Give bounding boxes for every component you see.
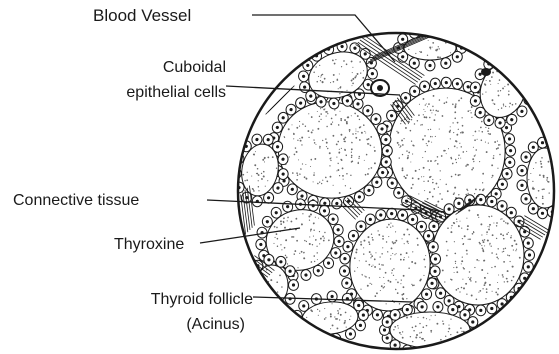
cell-nucleus	[413, 62, 416, 65]
cell-nucleus	[401, 55, 404, 58]
cell-nucleus	[541, 141, 544, 144]
epithelial-cell	[525, 79, 538, 93]
epithelial-cell	[264, 305, 274, 316]
cell-nucleus	[448, 208, 451, 211]
cell-nucleus	[421, 305, 424, 308]
cell-nucleus	[386, 320, 389, 323]
cell-nucleus	[394, 313, 397, 316]
label-thyroxine: Thyroxine	[114, 235, 184, 254]
epithelial-cell	[460, 340, 470, 351]
cell-nucleus	[383, 328, 386, 331]
label-thyroid-follicle-line1: Thyroid follicle	[116, 290, 253, 309]
cell-nucleus	[451, 349, 454, 352]
follicle-colloid	[432, 205, 524, 305]
cell-nucleus	[527, 265, 530, 268]
cell-nucleus	[520, 184, 523, 187]
cell-nucleus	[498, 56, 502, 60]
epithelial-cell	[425, 25, 435, 36]
epithelial-cell	[493, 51, 506, 65]
epithelial-cell	[314, 333, 325, 345]
cell-nucleus	[386, 336, 389, 339]
cell-nucleus	[520, 61, 524, 65]
cell-nucleus	[250, 276, 253, 279]
cell-nucleus	[510, 211, 513, 214]
label-cuboidal-line2: epithelial cells	[92, 83, 226, 102]
epithelial-cell	[505, 51, 518, 65]
cell-nucleus	[456, 38, 459, 41]
follicle-colloid	[390, 312, 470, 348]
label-thyroid-follicle-line2: (Acinus)	[170, 315, 245, 334]
cell-nucleus	[267, 258, 270, 261]
cell-nucleus	[490, 307, 493, 310]
cell-nucleus	[279, 307, 282, 310]
cell-nucleus	[490, 200, 493, 203]
cell-nucleus	[529, 84, 533, 88]
cell-nucleus	[528, 253, 531, 256]
cell-nucleus	[532, 146, 535, 149]
label-connective-tissue: Connective tissue	[13, 191, 139, 210]
cell-nucleus	[234, 172, 238, 176]
blood-vessel	[481, 68, 491, 76]
cell-nucleus	[279, 260, 282, 263]
cell-nucleus	[448, 299, 451, 302]
cell-nucleus	[401, 38, 404, 41]
cell-nucleus	[479, 198, 482, 201]
cell-nucleus	[318, 337, 321, 340]
cell-nucleus	[510, 56, 514, 60]
epithelial-cell	[293, 320, 304, 332]
cell-nucleus	[471, 320, 474, 323]
cell-nucleus	[267, 309, 270, 312]
cell-nucleus	[471, 336, 474, 339]
cell-nucleus	[551, 143, 554, 146]
tissue-interior	[226, 25, 559, 354]
label-cuboidal-line1: Cuboidal	[150, 58, 226, 77]
epithelial-cell	[448, 345, 458, 354]
label-blood-vessel: Blood Vessel	[93, 6, 191, 25]
cell-nucleus	[406, 308, 409, 311]
epithelial-cell	[441, 27, 451, 38]
blood-vessel-lumen	[377, 85, 383, 91]
epithelial-cell	[433, 348, 443, 354]
cell-nucleus	[439, 292, 442, 295]
cell-nucleus	[541, 212, 544, 215]
epithelial-cell	[417, 348, 427, 354]
cell-nucleus	[428, 64, 431, 67]
epithelial-cell	[468, 333, 478, 344]
cell-nucleus	[463, 344, 466, 347]
cell-nucleus	[256, 303, 259, 306]
cell-nucleus	[501, 204, 504, 207]
cell-nucleus	[289, 270, 292, 273]
cell-nucleus	[428, 29, 431, 32]
cell-nucleus	[527, 242, 530, 245]
cell-nucleus	[527, 71, 531, 75]
cell-nucleus	[501, 302, 504, 305]
cell-nucleus	[436, 305, 439, 308]
cell-nucleus	[456, 55, 459, 58]
cell-nucleus	[451, 308, 454, 311]
cell-nucleus	[305, 333, 308, 336]
cell-nucleus	[394, 344, 397, 347]
cell-nucleus	[479, 309, 482, 312]
cell-nucleus	[524, 197, 527, 200]
cell-nucleus	[532, 207, 535, 210]
cell-nucleus	[527, 97, 531, 101]
epithelial-cell	[522, 66, 535, 80]
cell-nucleus	[520, 169, 523, 172]
cell-nucleus	[463, 313, 466, 316]
leader-blood-vessel	[252, 15, 395, 62]
cell-nucleus	[432, 225, 435, 228]
cell-nucleus	[524, 156, 527, 159]
cell-nucleus	[444, 62, 447, 65]
epithelial-cell	[246, 272, 256, 283]
cell-nucleus	[296, 324, 299, 327]
cell-nucleus	[444, 31, 447, 34]
cell-nucleus	[457, 202, 460, 205]
epithelial-cell	[253, 299, 263, 310]
epithelial-cell	[515, 56, 528, 70]
epithelial-cell	[301, 329, 312, 341]
cell-nucleus	[292, 283, 295, 286]
